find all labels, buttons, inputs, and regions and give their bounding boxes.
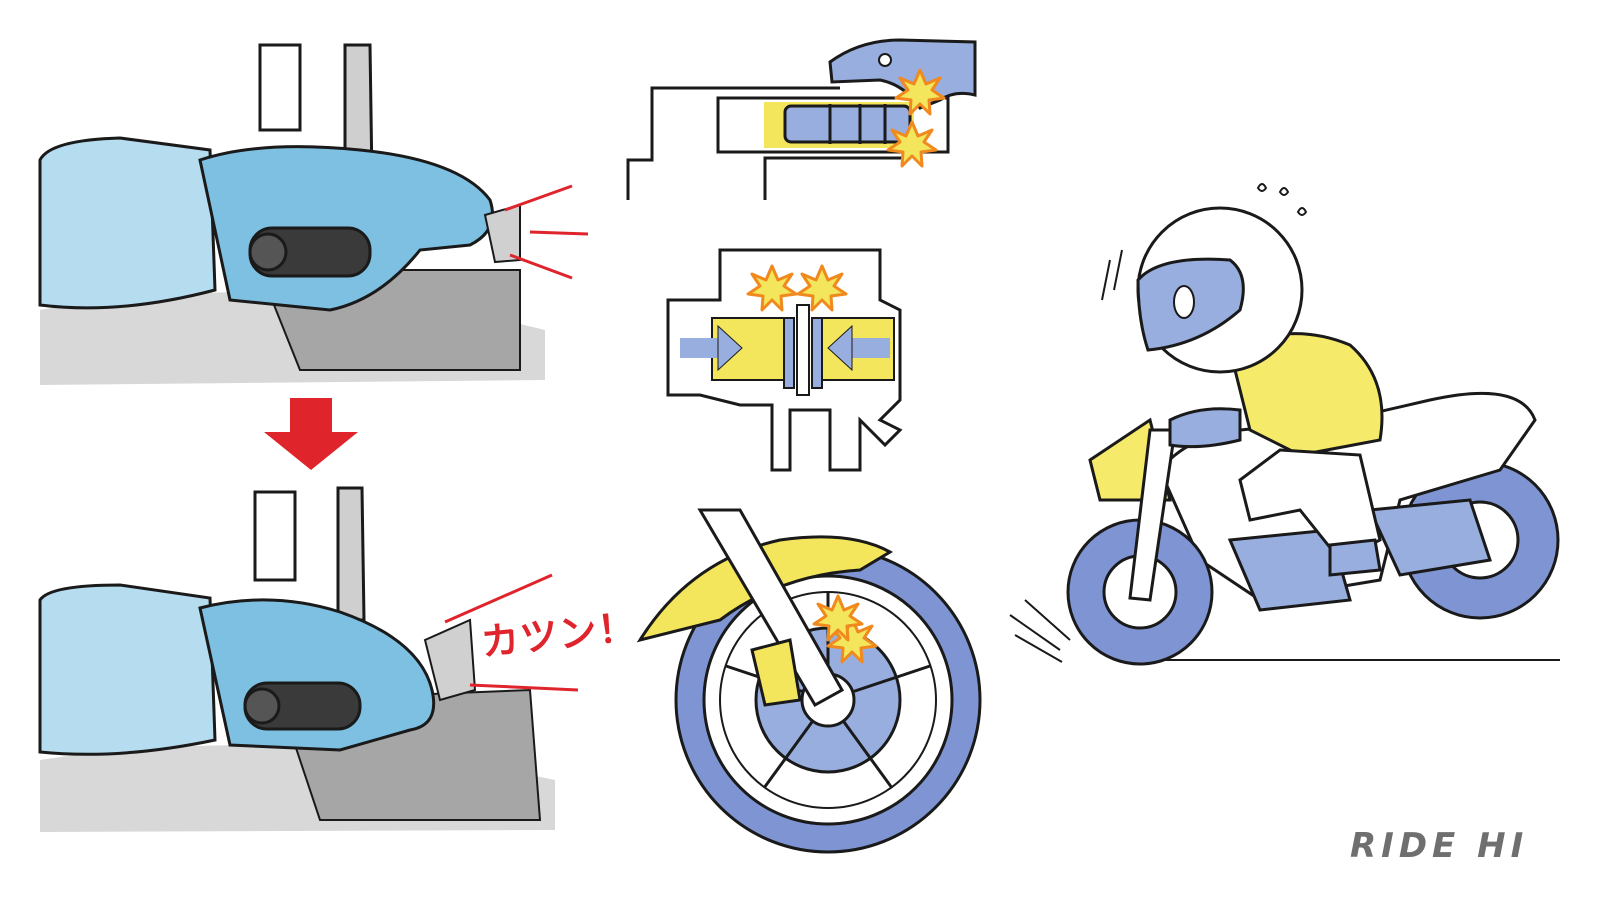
brake-disc: [796, 304, 810, 396]
motion-line: [469, 683, 579, 692]
panel-hand-lever-top: [38, 43, 589, 385]
brand-logo: RIDE HI: [1350, 826, 1529, 866]
panel-master-cylinder: [626, 38, 977, 200]
rider-gloves: [1168, 407, 1242, 449]
press-arrow-icon: [680, 324, 743, 372]
panel-front-wheel: [636, 508, 982, 854]
motion-line: [444, 573, 553, 624]
panel-caliper: [666, 248, 903, 472]
press-arrow-icon: [827, 324, 890, 372]
front-fork: [697, 508, 845, 708]
panel-rider-motorcycle: [1009, 183, 1560, 666]
caliper: [750, 638, 802, 707]
arrow-down-icon: [264, 398, 358, 470]
panel-hand-lever-bottom: [38, 486, 579, 832]
motion-line: [509, 253, 573, 280]
piston: [783, 104, 912, 144]
motion-line: [529, 230, 589, 236]
lever-knuckle: [828, 38, 977, 110]
motion-line: [504, 184, 573, 212]
glove-cuff: [38, 136, 217, 310]
glove-cuff: [38, 583, 217, 756]
